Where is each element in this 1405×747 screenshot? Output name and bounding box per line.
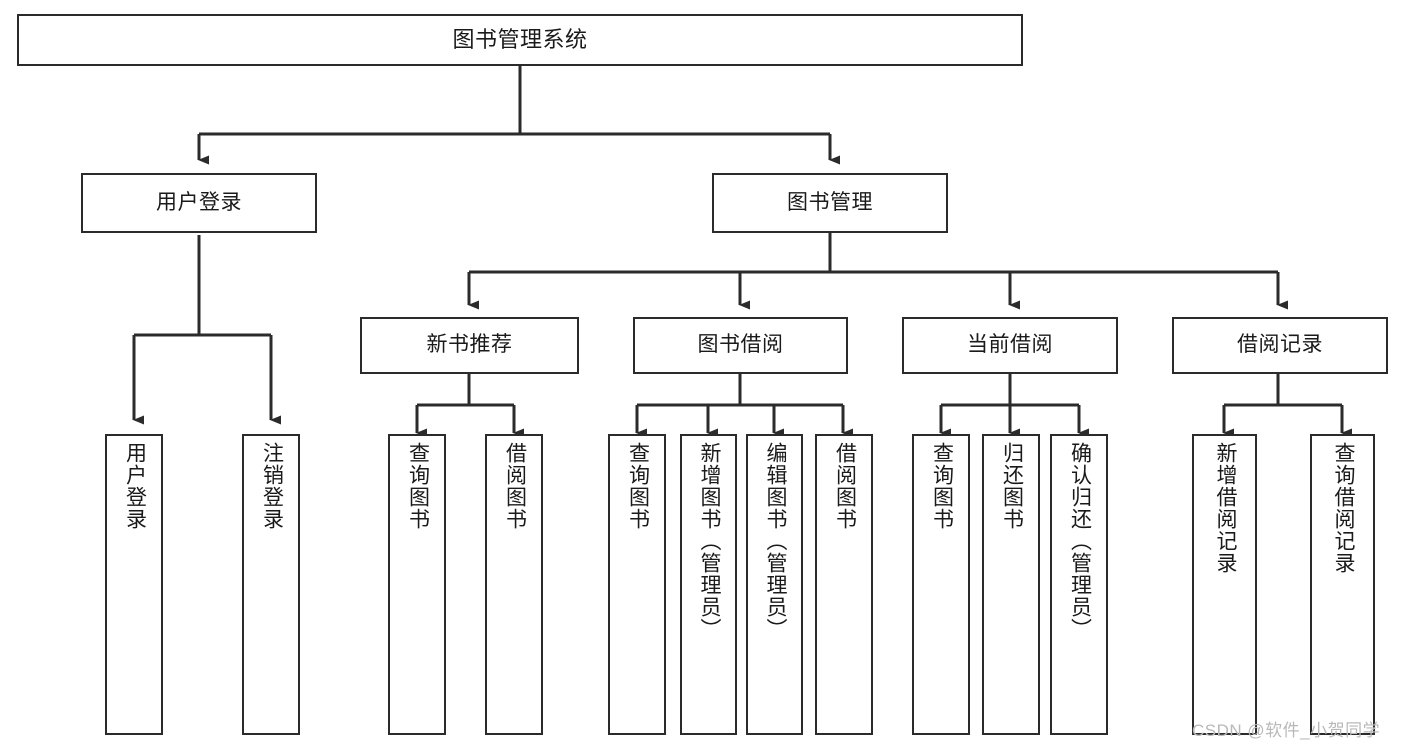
node-label: 借阅图书 <box>503 442 527 530</box>
leaf-borrow-book-1[interactable]: 借阅图书 <box>485 434 543 735</box>
leaf-borrow-book-2[interactable]: 借阅图书 <box>815 434 873 735</box>
node-label: 用户登录 <box>123 442 147 530</box>
leaf-query-record[interactable]: 查询借阅记录 <box>1310 434 1375 735</box>
leaf-user-login[interactable]: 用户登录 <box>105 434 163 735</box>
node-label: 归还图书 <box>1000 442 1024 530</box>
node-label: 注销登录 <box>260 442 284 530</box>
node-label: 查询图书 <box>626 442 650 530</box>
node-book-manage[interactable]: 图书管理 <box>712 173 948 233</box>
node-label: 借阅图书 <box>833 442 857 530</box>
node-label: 借阅记录 <box>1237 333 1323 357</box>
node-label: 查询图书 <box>406 442 430 530</box>
node-label: 图书管理系统 <box>452 27 588 53</box>
node-label: 确认归还（管理员） <box>1068 442 1092 640</box>
node-label: 查询图书 <box>930 442 954 530</box>
node-current-borrow[interactable]: 当前借阅 <box>902 317 1118 374</box>
node-label: 新书推荐 <box>426 333 513 357</box>
node-label: 新增借阅记录 <box>1213 442 1237 574</box>
leaf-query-book-3[interactable]: 查询图书 <box>912 434 970 735</box>
node-label: 查询借阅记录 <box>1331 442 1355 574</box>
leaf-return-book[interactable]: 归还图书 <box>982 434 1040 735</box>
node-label: 图书管理 <box>787 190 873 214</box>
leaf-query-book-1[interactable]: 查询图书 <box>388 434 446 735</box>
leaf-add-record[interactable]: 新增借阅记录 <box>1192 434 1257 735</box>
node-book-borrow[interactable]: 图书借阅 <box>633 317 848 374</box>
node-root-system[interactable]: 图书管理系统 <box>17 14 1023 66</box>
node-label: 当前借阅 <box>967 333 1053 357</box>
node-borrow-record[interactable]: 借阅记录 <box>1172 317 1388 374</box>
leaf-query-book-2[interactable]: 查询图书 <box>608 434 666 735</box>
watermark-text: CSDN @软件_小贺同学 <box>1192 721 1381 740</box>
node-label: 用户登录 <box>156 190 242 214</box>
node-user-login[interactable]: 用户登录 <box>81 173 317 233</box>
leaf-edit-book[interactable]: 编辑图书（管理员） <box>746 434 803 735</box>
node-new-book-recommend[interactable]: 新书推荐 <box>360 317 579 374</box>
leaf-add-book[interactable]: 新增图书（管理员） <box>680 434 737 735</box>
node-label: 新增图书（管理员） <box>697 442 721 640</box>
node-label: 编辑图书（管理员） <box>763 442 787 640</box>
leaf-confirm-return[interactable]: 确认归还（管理员） <box>1050 434 1108 735</box>
node-label: 图书借阅 <box>697 333 784 357</box>
leaf-logout-login[interactable]: 注销登录 <box>242 434 300 735</box>
